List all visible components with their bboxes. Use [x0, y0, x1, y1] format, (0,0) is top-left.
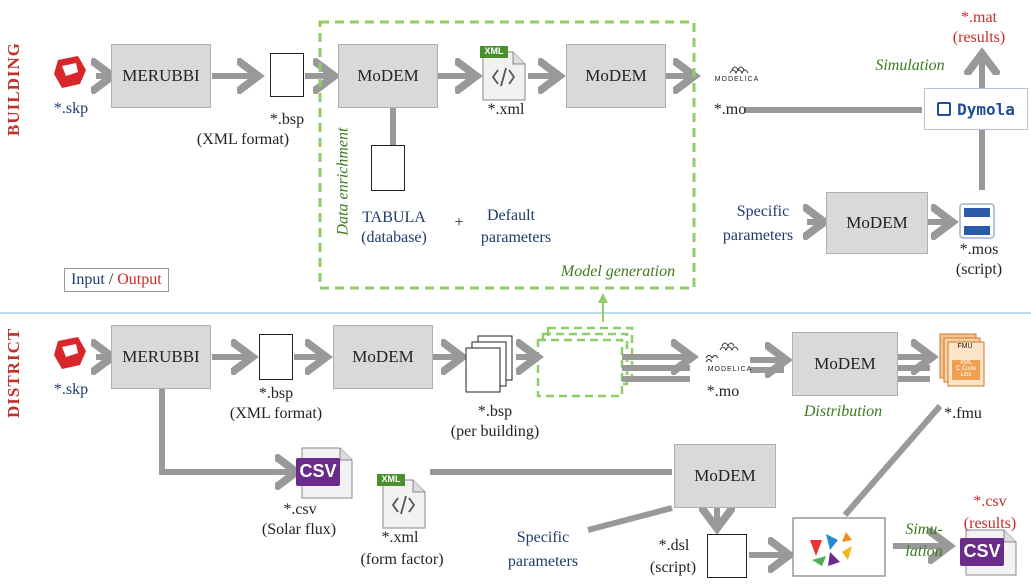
- csv-solar-label: *.csv: [283, 501, 317, 518]
- district-bsp-label: *.bsp: [258, 385, 294, 402]
- csv-file-icon-solar: [296, 447, 353, 499]
- building-specific-1: Specific: [736, 203, 790, 220]
- line-fmu-dacosim: [842, 404, 943, 517]
- mos-script-icon: [959, 203, 995, 239]
- simulation-label: Simulation: [875, 57, 945, 74]
- model-generation-label: Model generation: [560, 263, 676, 280]
- building-skp-label: *.skp: [53, 100, 89, 117]
- building-xml-label: *.xml: [487, 101, 525, 118]
- fmu-label: *.fmu: [944, 405, 982, 422]
- district-bsp2-label: *.bsp: [477, 403, 513, 420]
- xml-file-icon-building: [480, 46, 526, 101]
- line-specific-modem: [587, 505, 673, 533]
- xml-district-label: *.xml: [381, 529, 419, 546]
- simulation-label-1: Simu-: [905, 521, 943, 538]
- section-label-district: DISTRICT: [4, 327, 23, 418]
- mat-label: *.mat: [961, 9, 997, 26]
- section-label-building: BUILDING: [4, 42, 23, 136]
- fmu-line-xml: XML: [959, 360, 973, 366]
- fmu-badge: FMU: [957, 343, 973, 350]
- building-specific-2: parameters: [722, 227, 794, 244]
- district-specific-1: Specific: [516, 529, 570, 546]
- fmu-icon: [939, 333, 985, 387]
- csv-badge-solar: CSV: [299, 461, 337, 481]
- building-bsp-label: *.bsp: [269, 111, 305, 128]
- district-modem-3: MoDEM: [674, 444, 776, 508]
- dymola-icon: [937, 102, 952, 116]
- mos-sub: (script): [955, 261, 1003, 278]
- district-bsp2-sub: (per building): [450, 423, 540, 440]
- district-bsp-sub: (XML format): [229, 405, 323, 422]
- tabula-sub: (database): [361, 229, 427, 246]
- district-modem-2: MoDEM: [792, 332, 898, 396]
- xml-badge-district: XML: [381, 474, 401, 484]
- xml-file-icon-district: [377, 474, 426, 529]
- building-mo-label: *.mo: [713, 101, 747, 118]
- building-modem-3: MoDEM: [826, 192, 928, 254]
- building-xml-badge: XML: [484, 46, 504, 56]
- csv-badge-results: CSV: [963, 541, 1001, 561]
- mat-sub: (results): [952, 29, 1006, 46]
- legend-output: Output: [117, 271, 162, 288]
- building-bsp-doc: [270, 53, 304, 97]
- distribution-label: Distribution: [803, 403, 883, 420]
- arrow-merubbi-csv: [159, 388, 294, 472]
- dsl-sub: (script): [649, 559, 697, 576]
- legend: Input / Output: [64, 268, 169, 292]
- default-label-1: Default: [487, 207, 535, 224]
- fmu-line-libs: Libs: [960, 372, 972, 378]
- csv-file-icon-results: [960, 529, 1017, 576]
- mos-label: *.mos: [959, 241, 999, 258]
- district-merubbi-box: MERUBBI: [111, 325, 211, 389]
- simulation-label-2: lation: [905, 543, 943, 560]
- building-modem-2: MoDEM: [566, 44, 666, 108]
- legend-separator: /: [108, 271, 114, 288]
- modelica-logo-building: [729, 66, 749, 75]
- building-modem-1: MoDEM: [338, 44, 438, 108]
- district-specific-2: parameters: [507, 553, 579, 570]
- tabula-doc: [371, 145, 405, 191]
- building-merubbi-box: MERUBBI: [111, 44, 211, 108]
- dsl-label: *.dsl: [658, 537, 690, 554]
- building-bsp-sub: (XML format): [196, 131, 290, 148]
- tabula-label: TABULA: [362, 209, 426, 226]
- plus-sign: +: [454, 214, 464, 231]
- csv-solar-sub: (Solar flux): [261, 521, 337, 538]
- csv-out-sub: (results): [963, 515, 1017, 532]
- data-enrichment-label: Data enrichment: [334, 127, 352, 236]
- fmu-line-ccode: C Code: [955, 366, 977, 372]
- legend-input: Input: [71, 271, 105, 288]
- dsl-doc: [707, 534, 747, 578]
- dacosim-logo: [792, 517, 886, 577]
- district-mo-label: *.mo: [706, 383, 740, 400]
- building-modelica-text: MODELICA: [714, 76, 760, 83]
- modelica-logo-district: [705, 342, 739, 363]
- district-modelica-text: MODELICA: [707, 366, 753, 373]
- sketchup-icon-building: [54, 56, 86, 88]
- sketchup-icon-district: [54, 337, 86, 369]
- model-generation-frame: [318, 20, 696, 290]
- bsp-stack-icon: [465, 335, 513, 393]
- district-skp-label: *.skp: [53, 381, 89, 398]
- default-label-2: parameters: [480, 229, 552, 246]
- district-green-box-3: [536, 338, 624, 398]
- district-bsp-doc: [259, 334, 293, 380]
- dymola-box: Dymola: [924, 88, 1028, 130]
- xml-district-sub: (form factor): [360, 551, 444, 568]
- csv-out-label: *.csv: [973, 493, 1007, 510]
- dymola-label: Dymola: [957, 99, 1015, 119]
- district-modem-1: MoDEM: [333, 325, 433, 389]
